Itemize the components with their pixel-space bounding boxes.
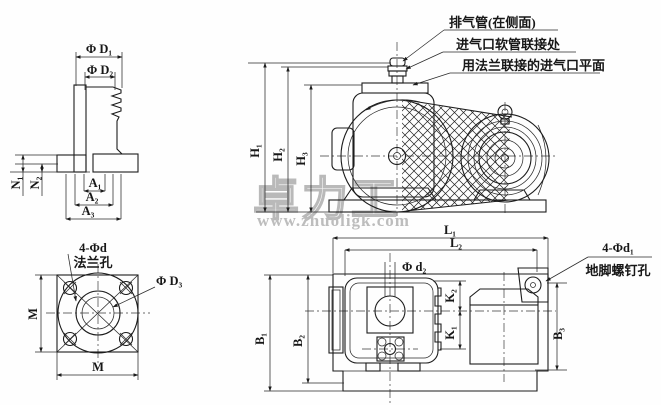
flange-holes-label: 4-Φd	[79, 241, 107, 255]
hose-barb-profile	[86, 86, 123, 155]
belt-guard	[340, 99, 550, 213]
motor-body-edge	[537, 124, 547, 196]
callout-anchor-holes: 4-Φd₁ 地脚螺钉孔	[545, 241, 652, 282]
callout-exhaust-label: 排气管(在侧面)	[449, 15, 536, 30]
dim-h2-label: H₂	[271, 148, 285, 162]
dim-b3-label: B₃	[551, 328, 565, 340]
dim-b2-label: B₂	[291, 335, 305, 347]
callout-hose-joint: 进气口软管联接处	[405, 37, 576, 70]
side-exhaust-box	[331, 127, 355, 171]
callout-hose-label: 进气口软管联接处	[456, 37, 561, 52]
exhaust-plate-plan	[328, 286, 344, 354]
dim-n2-label: N₂	[28, 176, 42, 189]
flange-holes-sublabel: 法兰孔	[73, 255, 112, 270]
dim-a1-label: A₁	[89, 176, 102, 190]
callout-inlet-flange: 用法兰联接的进气口平面	[412, 58, 605, 86]
dim-h1-label: H₁	[248, 144, 262, 158]
hose-barb-stem	[391, 75, 404, 84]
dim-l2-label: L₂	[450, 236, 462, 250]
plan-view: L₁ L₂ Φ d₂ K₂ K₁ B₁ B₂ B₃	[253, 223, 652, 403]
dim-n1-label: N₁	[9, 176, 23, 189]
hose-barb-cap	[389, 57, 406, 67]
callout-exhaust-pipe: 排气管(在侧面)	[402, 15, 558, 62]
body-tab2	[397, 362, 421, 372]
gas-ballast-flange	[362, 336, 418, 362]
anchor-foot	[517, 267, 549, 303]
lifting-eyebolt	[497, 104, 513, 125]
dim-m-left-label: M	[26, 308, 40, 320]
anchor-holes-label: 4-Φd₁	[602, 241, 634, 255]
pump-body-plan	[344, 277, 439, 364]
inlet-port-plate	[366, 286, 414, 334]
dim-a3-label: A₃	[82, 204, 95, 218]
dim-d3-label: Φ D₃	[156, 274, 183, 288]
dim-b1-label: B₁	[253, 333, 267, 345]
section-view: Φ D₁ Φ D₂ N₁ N₂ A₁ A₂ A₃	[9, 42, 139, 221]
motor-plan	[469, 288, 539, 365]
flange-bolt-holes	[62, 280, 134, 347]
barb-base-plate	[92, 153, 139, 173]
callout-flange-label: 用法兰联接的进气口平面	[461, 58, 605, 73]
flange-outer-circle	[57, 272, 139, 354]
base-plate-plan	[332, 273, 549, 392]
hose-barb-rib	[387, 65, 408, 72]
hose-barb-rib2	[388, 70, 407, 77]
dim-m-bottom-label: M	[92, 360, 104, 374]
dim-a2-label: A₂	[86, 190, 99, 204]
flange-bore-circle	[75, 290, 121, 336]
body-tab1	[365, 362, 381, 372]
watermark-url: www.zhuoligk.com	[257, 211, 410, 230]
flange-foot-hatched	[56, 154, 87, 173]
dim-d2-plan-label: Φ d₂	[402, 260, 426, 274]
dim-h3-label: H₃	[294, 152, 308, 166]
dim-d1-label: Φ D₁	[86, 42, 113, 56]
anchor-holes-sublabel: 地脚螺钉孔	[585, 263, 650, 278]
motor-fins	[469, 304, 539, 365]
inlet-port-circle	[374, 295, 406, 327]
dim-l1-label: L₁	[444, 223, 456, 237]
dim-d2-label: Φ D₂	[87, 63, 114, 77]
dim-k1-label: K₁	[443, 326, 457, 340]
dim-k2-label: K₂	[443, 289, 457, 303]
flange-wall-hatched	[73, 84, 87, 173]
side-view: H₁ H₂ H₃ 排气管(在侧面) 进气口软管联接处 用法兰联接的进气口平面	[248, 15, 605, 216]
inlet-flange-plate	[361, 82, 429, 94]
body-side-lugs	[434, 287, 442, 351]
flange-view: M M 4-Φd 法兰孔 Φ D₃	[26, 241, 183, 380]
